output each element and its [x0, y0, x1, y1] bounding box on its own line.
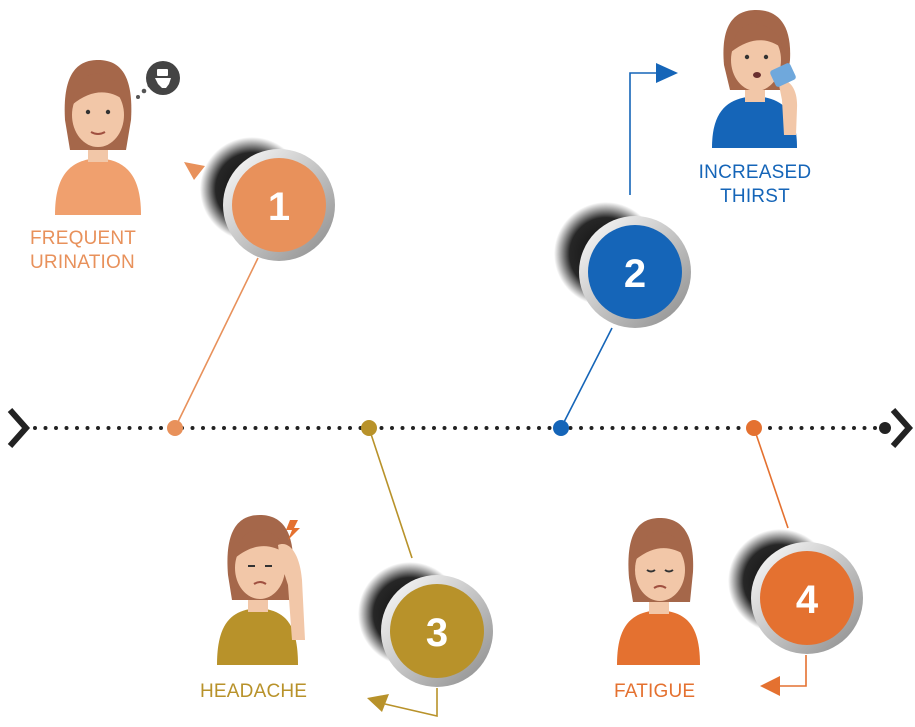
step-badge-3: 3	[358, 562, 493, 687]
person-headache	[217, 515, 305, 665]
connector-3-bottom	[384, 688, 438, 718]
timeline-end-chevron-icon	[890, 408, 914, 448]
arrow-3-icon	[367, 694, 389, 712]
step-number-1: 1	[268, 185, 290, 229]
arrow-4-icon	[760, 676, 780, 696]
timeline	[7, 408, 914, 448]
lightning-icon	[286, 520, 300, 540]
glass-icon	[770, 63, 796, 87]
label-2-line2: THIRST	[720, 186, 790, 207]
person-frequent-urination	[55, 60, 180, 215]
connector-4	[753, 427, 789, 529]
timeline-start-chevron-icon	[7, 408, 31, 448]
label-fatigue: FATIGUE	[614, 680, 695, 704]
arrow-2-icon	[656, 63, 678, 83]
label-frequent-urination: FREQUENT URINATION	[30, 227, 136, 275]
timeline-end-dot	[879, 422, 891, 434]
connectors	[174, 63, 807, 718]
step-number-3: 3	[426, 611, 448, 655]
label-3-line1: HEADACHE	[200, 681, 308, 702]
connector-1	[174, 257, 259, 429]
label-increased-thirst: INCREASED THIRST	[680, 161, 830, 209]
step-badge-2: 2	[554, 202, 691, 328]
step-badge-4: 4	[728, 529, 863, 654]
step-number-4: 4	[796, 578, 819, 622]
person-increased-thirst	[712, 10, 798, 148]
label-4-line1: FATIGUE	[614, 681, 696, 702]
label-1-line1: FREQUENT	[30, 228, 137, 249]
label-1-line2: URINATION	[30, 252, 135, 273]
label-headache: HEADACHE	[200, 680, 307, 704]
step-number-2: 2	[624, 252, 646, 296]
toilet-icon	[146, 61, 180, 95]
connector-2-top	[629, 72, 660, 195]
connector-3	[368, 427, 413, 559]
connector-4-bottom	[778, 655, 807, 687]
person-fatigue	[617, 518, 700, 665]
connector-2	[560, 327, 613, 429]
arrow-1-icon	[184, 162, 205, 180]
step-badge-1: 1	[200, 137, 335, 261]
label-2-line1: INCREASED	[698, 162, 812, 183]
